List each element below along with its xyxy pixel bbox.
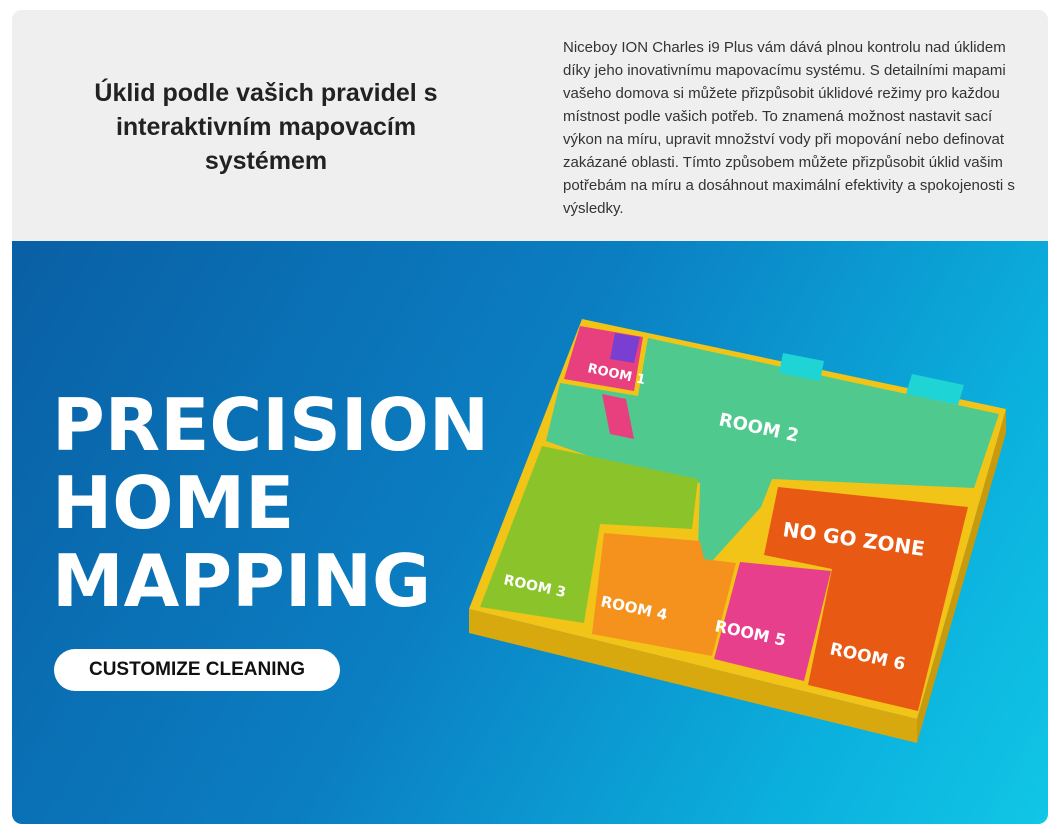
hero-title-line-2: HOME (52, 461, 295, 545)
room-3-area (480, 446, 698, 623)
room-2-rug (779, 353, 824, 381)
intro-section: Úklid podle vašich pravidel s interaktiv… (12, 10, 1048, 241)
wall-front-face (469, 609, 917, 743)
section-description: Niceboy ION Charles i9 Plus vám dává pln… (563, 39, 1015, 217)
room-5-area (714, 562, 831, 681)
wall-side-face (917, 409, 1006, 743)
hero-title: PRECISION HOME MAPPING (52, 386, 489, 620)
customize-cleaning-button[interactable]: CUSTOMIZE CLEANING (54, 649, 340, 691)
hero-title-line-1: PRECISION (52, 383, 490, 467)
hero-title-line-3: MAPPING (52, 539, 432, 623)
room-2-door-mat (602, 394, 634, 439)
floorplan-illustration: ROOM 1 ROOM 2 NO GO ZONE ROOM 3 ROOM 4 R… (469, 319, 1006, 743)
room-2-rug-2 (906, 374, 964, 405)
room-1-furniture (610, 333, 640, 363)
section-heading: Úklid podle vašich pravidel s interaktiv… (94, 79, 438, 175)
no-go-zone-area (764, 487, 968, 711)
room-2-area (546, 338, 999, 586)
promo-card: Úklid podle vašich pravidel s interaktiv… (12, 10, 1048, 824)
room-4-area (592, 533, 736, 656)
hero-banner: PRECISION HOME MAPPING CUSTOMIZE CLEANIN… (12, 241, 1048, 824)
